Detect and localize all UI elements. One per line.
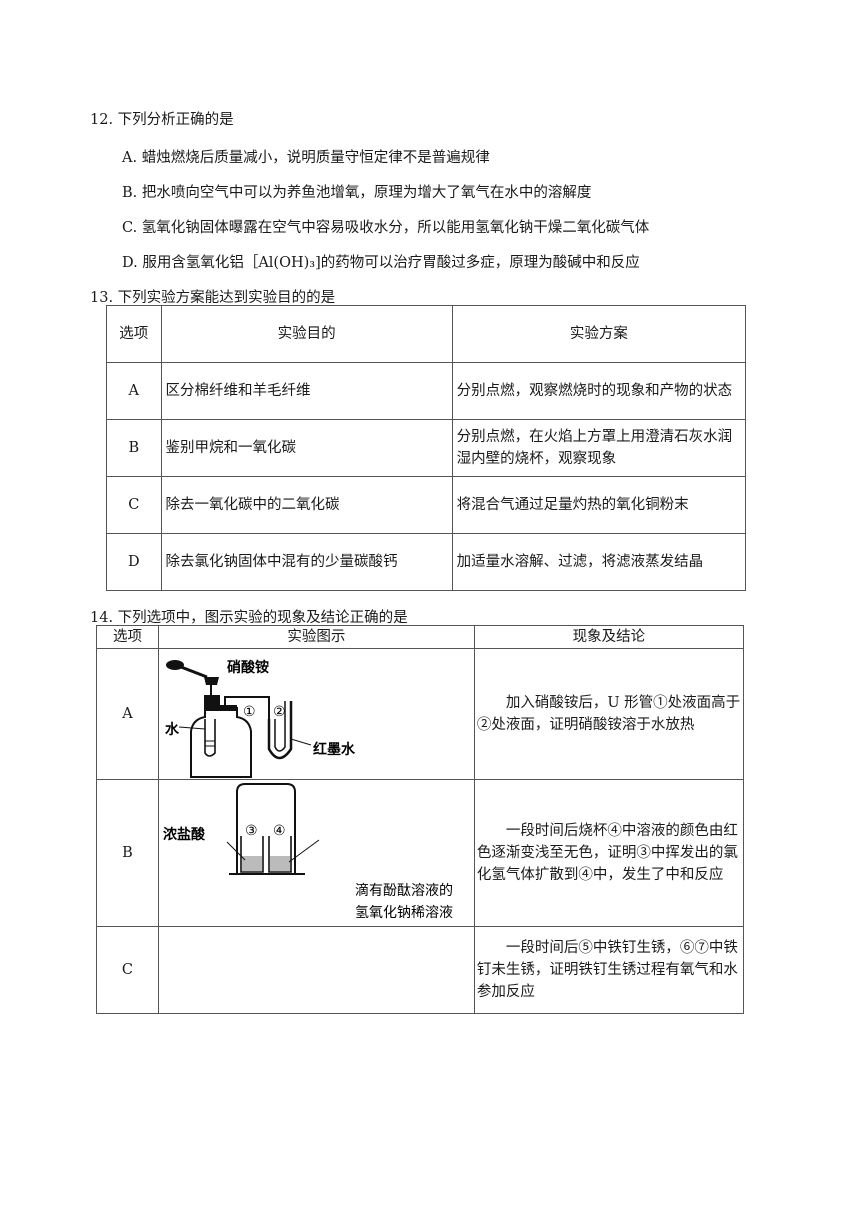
- row-purpose: 除去氯化钠固体中混有的少量碳酸钙: [160, 533, 453, 591]
- question-12-title: 12. 下列分析正确的是: [90, 112, 234, 128]
- table-row: A: [96, 648, 745, 780]
- beaker-bell-jar-figure: [226, 783, 320, 875]
- row-plan: 将混合气通过足量灼热的氧化铜粉末: [451, 476, 747, 534]
- water-label: 水: [164, 722, 179, 738]
- naoh-caption-line1: 滴有酚酞溶液的: [354, 883, 453, 899]
- figure-nh4no3-dissolving: 硝酸铵 ① ② 水 红墨水: [159, 649, 469, 779]
- row-purpose: 鉴别甲烷和一氧化碳: [160, 419, 453, 477]
- conc-hcl-label: 浓盐酸: [162, 827, 205, 843]
- marker-3: ③: [244, 823, 258, 839]
- table-row: C 除去一氧化碳中的二氧化碳 将混合气通过足量灼热的氧化铜粉末: [106, 476, 747, 534]
- row-conclusion: 一段时间后⑤中铁钉生锈，⑥⑦中铁钉未生锈，证明铁钉生锈过程有氧气和水参加反应: [473, 926, 745, 1014]
- table-row: A 区分棉纤维和羊毛纤维 分别点燃，观察燃烧时的现象和产物的状态: [106, 362, 747, 420]
- marker-4: ④: [272, 823, 286, 839]
- header-option: 选项: [106, 305, 162, 363]
- row-option: B: [106, 419, 162, 477]
- row-conclusion: 一段时间后烧杯④中溶液的颜色由红色逐渐变浅至无色，证明③中挥发出的氯化氢气体扩散…: [473, 779, 745, 927]
- row-option: B: [96, 779, 159, 927]
- question-13-title: 13. 下列实验方案能达到实验目的的是: [90, 290, 336, 306]
- figure-cell-a: 硝酸铵 ① ② 水 红墨水: [157, 648, 475, 780]
- row-option: C: [106, 476, 162, 534]
- header-plan: 实验方案: [451, 305, 747, 363]
- header-purpose: 实验目的: [160, 305, 453, 363]
- figure-cell-c: [157, 926, 475, 1014]
- table-header-row: 选项 实验图示 现象及结论: [96, 625, 745, 649]
- q12-option-d: D. 服用含氢氧化铝［Al(OH)₃]的药物可以治疗胃酸过多症，原理为酸碱中和反…: [122, 255, 640, 271]
- q12-option-b: B. 把水喷向空气中可以为养鱼池增氧，原理为增大了氧气在水中的溶解度: [122, 185, 592, 201]
- figure-hcl-diffusion: 浓盐酸 ③ ④ 滴有酚酞溶液的 氢氧化钠稀溶液: [159, 780, 469, 926]
- row-plan: 分别点燃，在火焰上方罩上用澄清石灰水润湿内壁的烧杯，观察现象: [451, 419, 747, 477]
- q12-option-a: A. 蜡烛燃烧后质量减小，说明质量守恒定律不是普遍规律: [122, 150, 490, 166]
- table-row: C 一段时间后⑤中铁钉生锈，⑥⑦中铁钉未生锈，证明铁钉生锈过程有氧气和水参加反应: [96, 926, 745, 1014]
- row-conclusion: 加入硝酸铵后，U 形管①处液面高于②处液面，证明硝酸铵溶于水放热: [473, 648, 745, 780]
- question-14-title: 14. 下列选项中，图示实验的现象及结论正确的是: [90, 610, 408, 626]
- table-row: D 除去氯化钠固体中混有的少量碳酸钙 加适量水溶解、过滤，将滤液蒸发结晶: [106, 533, 747, 591]
- row-purpose: 除去一氧化碳中的二氧化碳: [160, 476, 453, 534]
- row-option: C: [96, 926, 159, 1014]
- row-option: A: [96, 648, 159, 780]
- marker-1: ①: [242, 704, 256, 720]
- row-plan: 分别点燃，观察燃烧时的现象和产物的状态: [451, 362, 747, 420]
- row-plan: 加适量水溶解、过滤，将滤液蒸发结晶: [451, 533, 747, 591]
- q12-option-c: C. 氢氧化钠固体曝露在空气中容易吸收水分，所以能用氢氧化钠干燥二氧化碳气体: [122, 220, 650, 236]
- table-row: B 浓盐酸 ③: [96, 779, 745, 927]
- header-option: 选项: [96, 625, 159, 649]
- q13-table: 选项 实验目的 实验方案 A 区分棉纤维和羊毛纤维 分别点燃，观察燃烧时的现象和…: [106, 305, 747, 591]
- row-purpose: 区分棉纤维和羊毛纤维: [160, 362, 453, 420]
- header-conclusion: 现象及结论: [473, 625, 745, 649]
- header-figure: 实验图示: [157, 625, 475, 649]
- q14-table: 选项 实验图示 现象及结论 A: [96, 625, 745, 1014]
- red-ink-label: 红墨水: [312, 742, 355, 758]
- row-option: D: [106, 533, 162, 591]
- figure-cell-b: 浓盐酸 ③ ④ 滴有酚酞溶液的 氢氧化钠稀溶液: [157, 779, 475, 927]
- u-tube-apparatus-figure: [165, 660, 312, 778]
- marker-2: ②: [272, 704, 286, 720]
- reagent-label: 硝酸铵: [226, 660, 269, 676]
- naoh-caption-line2: 氢氧化钠稀溶液: [354, 905, 453, 921]
- table-header-row: 选项 实验目的 实验方案: [106, 305, 747, 363]
- row-option: A: [106, 362, 162, 420]
- table-row: B 鉴别甲烷和一氧化碳 分别点燃，在火焰上方罩上用澄清石灰水润湿内壁的烧杯，观察…: [106, 419, 747, 477]
